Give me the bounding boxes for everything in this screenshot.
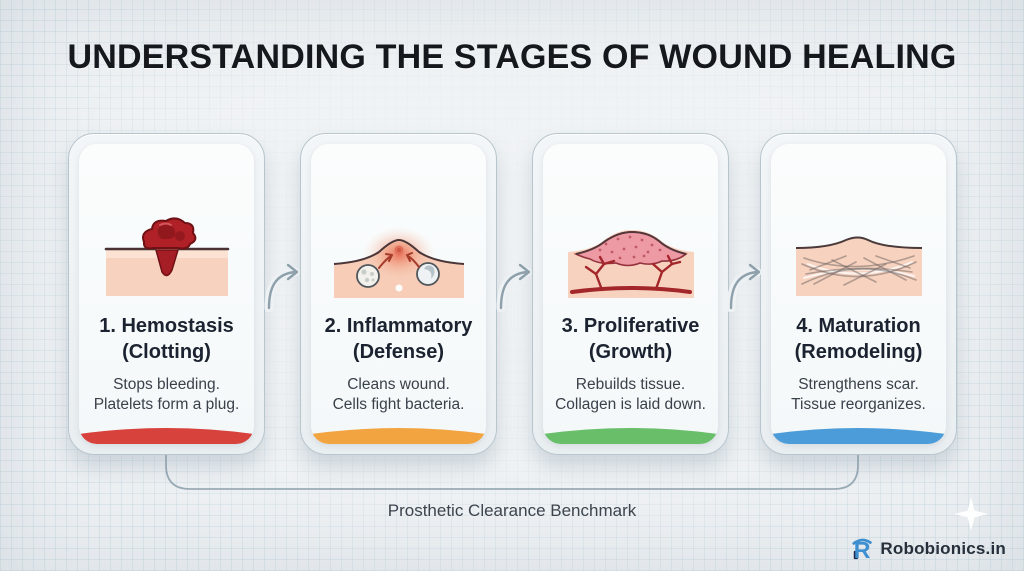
stage-subtitle: (Defense) xyxy=(352,340,445,363)
stage-subtitle: (Growth) xyxy=(588,340,673,363)
stage-description: Strengthens scar. Tissue reorganizes. xyxy=(771,375,946,415)
accent-bar-orange xyxy=(311,418,486,444)
stage-description: Stops bleeding. Platelets form a plug. xyxy=(79,375,254,415)
stage-card-inner: 3. Proliferative (Growth) Rebuilds tissu… xyxy=(543,144,718,444)
footer-caption: Prosthetic Clearance Benchmark xyxy=(387,501,637,520)
stage-title: 2. Inflammatory (Defense) xyxy=(311,314,486,365)
stage-title: 3. Proliferative (Growth) xyxy=(543,314,718,365)
brand-name: Robobionics.in xyxy=(880,539,1006,558)
stage-card-hemostasis: 1. Hemostasis (Clotting) Stops bleeding.… xyxy=(68,133,265,455)
stage-description: Rebuilds tissue. Collagen is laid down. xyxy=(543,375,718,415)
stage-title: 4. Maturation (Remodeling) xyxy=(771,314,946,365)
stage-subtitle: (Remodeling) xyxy=(794,340,923,363)
stage-title: 1. Hemostasis (Clotting) xyxy=(79,314,254,365)
svg-text:R: R xyxy=(854,537,871,561)
robobionics-r-icon: R xyxy=(852,537,873,561)
stage-card-inner: 2. Inflammatory (Defense) Cleans wound. … xyxy=(311,144,486,444)
accent-bar-red xyxy=(79,418,254,444)
stage-desc-line-1: Rebuilds tissue. xyxy=(575,376,686,394)
immune-cells-illustration xyxy=(311,208,486,300)
stage-subtitle: (Clotting) xyxy=(122,340,211,363)
stage-title-line: 3. Proliferative xyxy=(561,315,700,337)
stage-card-maturation: 4. Maturation (Remodeling) Strengthens s… xyxy=(760,133,957,455)
stage-title-line: 4. Maturation xyxy=(796,315,921,337)
stage-card-proliferative: 3. Proliferative (Growth) Rebuilds tissu… xyxy=(532,133,729,455)
stage-title-line: 2. Inflammatory xyxy=(324,315,473,337)
flow-arrow-icon-1 xyxy=(264,263,300,312)
flow-arrow-icon-2 xyxy=(496,263,532,312)
stage-card-inner: 1. Hemostasis (Clotting) Stops bleeding.… xyxy=(79,144,254,444)
stage-desc-line-1: Cleans wound. xyxy=(347,376,450,394)
stage-desc-line-2: Platelets form a plug. xyxy=(93,396,240,414)
tissue-growth-illustration xyxy=(543,208,718,300)
accent-bar-green xyxy=(543,418,718,444)
stage-card-inflammatory: 2. Inflammatory (Defense) Cleans wound. … xyxy=(300,133,497,455)
stage-desc-line-2: Collagen is laid down. xyxy=(555,396,706,414)
connector-line xyxy=(165,453,859,490)
collagen-fibers-illustration xyxy=(771,208,946,300)
stage-desc-line-1: Stops bleeding. xyxy=(113,376,220,394)
accent-bar-blue xyxy=(771,418,946,444)
brand-logo: R Robobionics.in xyxy=(851,537,1006,561)
flow-arrow-icon-3 xyxy=(726,263,762,312)
stage-desc-line-1: Strengthens scar. xyxy=(798,376,919,394)
page-title: UNDERSTANDING THE STAGES OF WOUND HEALIN… xyxy=(67,38,957,76)
stage-card-inner: 4. Maturation (Remodeling) Strengthens s… xyxy=(771,144,946,444)
blood-clot-illustration xyxy=(79,208,254,300)
stage-desc-line-2: Cells fight bacteria. xyxy=(332,396,465,414)
stage-title-line: 1. Hemostasis xyxy=(99,315,234,337)
stage-desc-line-2: Tissue reorganizes. xyxy=(791,396,926,414)
stage-description: Cleans wound. Cells fight bacteria. xyxy=(311,375,486,415)
